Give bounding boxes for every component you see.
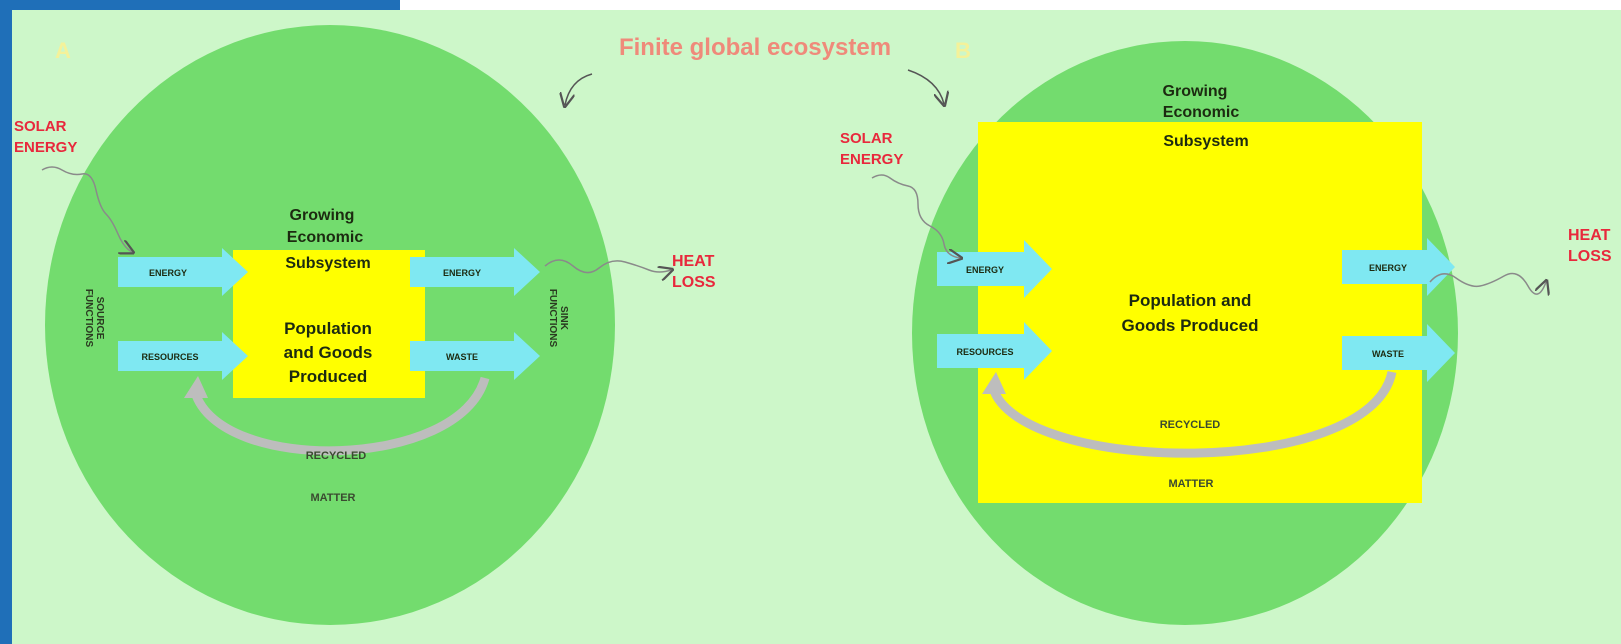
energy-out-label-a: ENERGY xyxy=(443,268,481,278)
waste-arrow-a xyxy=(410,332,540,380)
sink-functions-a-1: SINK xyxy=(558,306,569,331)
subsystem-body-a-2: and Goods xyxy=(284,343,373,362)
subsystem-title-b-3: Subsystem xyxy=(1163,133,1248,150)
economic-subsystem-a xyxy=(233,250,425,398)
subsystem-title-a-2: Economic xyxy=(287,229,364,246)
resources-arrow-b xyxy=(937,322,1052,380)
energy-out-arrow-b xyxy=(1342,238,1455,296)
solar-label-a-1: SOLAR xyxy=(14,118,67,135)
energy-out-label-b: ENERGY xyxy=(1369,263,1407,273)
heat-wave-a xyxy=(544,259,671,273)
source-functions-a-1: SOURCE xyxy=(94,297,105,340)
matter-label-a: MATTER xyxy=(310,492,355,504)
waste-label-a: WASTE xyxy=(446,352,478,362)
heat-label-b-1: HEAT xyxy=(1568,227,1611,244)
resources-label-b: RESOURCES xyxy=(956,347,1013,357)
source-functions-a-2: FUNCTIONS xyxy=(83,289,94,348)
energy-in-arrow-b xyxy=(937,240,1052,298)
energy-in-arrow-a xyxy=(118,248,248,296)
solar-label-a-2: ENERGY xyxy=(14,139,77,156)
subsystem-title-a-1: Growing xyxy=(290,207,355,224)
solar-wave-b xyxy=(871,174,960,258)
heat-label-b-2: LOSS xyxy=(1568,248,1612,265)
subsystem-title-b-2: Economic xyxy=(1163,104,1240,121)
diagram-title: Finite global ecosystem xyxy=(619,34,891,61)
recycle-arc-a xyxy=(190,376,490,456)
top-blue-band xyxy=(0,0,400,10)
energy-in-label-a: ENERGY xyxy=(149,268,187,278)
subsystem-body-a-1: Population xyxy=(284,319,372,338)
title-arrow-left xyxy=(565,73,593,105)
left-blue-strip xyxy=(0,0,12,644)
panel-a-letter: A xyxy=(55,38,71,63)
subsystem-title-b-1: Growing xyxy=(1163,83,1228,100)
waste-arrow-b xyxy=(1342,324,1455,382)
energy-in-label-b: ENERGY xyxy=(966,265,1004,275)
waste-label-b: WASTE xyxy=(1372,349,1404,359)
solar-label-b-1: SOLAR xyxy=(840,130,893,147)
recycle-arrowhead-b xyxy=(982,372,1006,394)
subsystem-body-b-2: Goods Produced xyxy=(1122,316,1259,335)
economic-subsystem-b xyxy=(978,122,1422,503)
heat-label-a-1: HEAT xyxy=(672,253,715,270)
subsystem-body-b-1: Population and xyxy=(1129,291,1252,310)
recycle-arrowhead-a xyxy=(184,376,208,398)
resources-arrow-a xyxy=(118,332,248,380)
panel-b-letter: B xyxy=(955,38,971,63)
recycled-label-b: RECYCLED xyxy=(1160,419,1221,431)
energy-out-arrow-a xyxy=(410,248,540,296)
heat-label-a-2: LOSS xyxy=(672,274,716,291)
matter-label-b: MATTER xyxy=(1168,478,1213,490)
recycle-arc-b xyxy=(988,370,1397,458)
solar-wave-a xyxy=(41,166,132,252)
resources-label-a: RESOURCES xyxy=(141,352,198,362)
subsystem-title-a-3: Subsystem xyxy=(285,255,370,272)
subsystem-body-a-3: Produced xyxy=(289,367,367,386)
sink-functions-a-2: FUNCTIONS xyxy=(547,289,558,348)
recycled-label-a: RECYCLED xyxy=(306,450,367,462)
heat-wave-b xyxy=(1429,272,1546,295)
title-arrow-right xyxy=(907,69,944,104)
solar-label-b-2: ENERGY xyxy=(840,151,903,168)
